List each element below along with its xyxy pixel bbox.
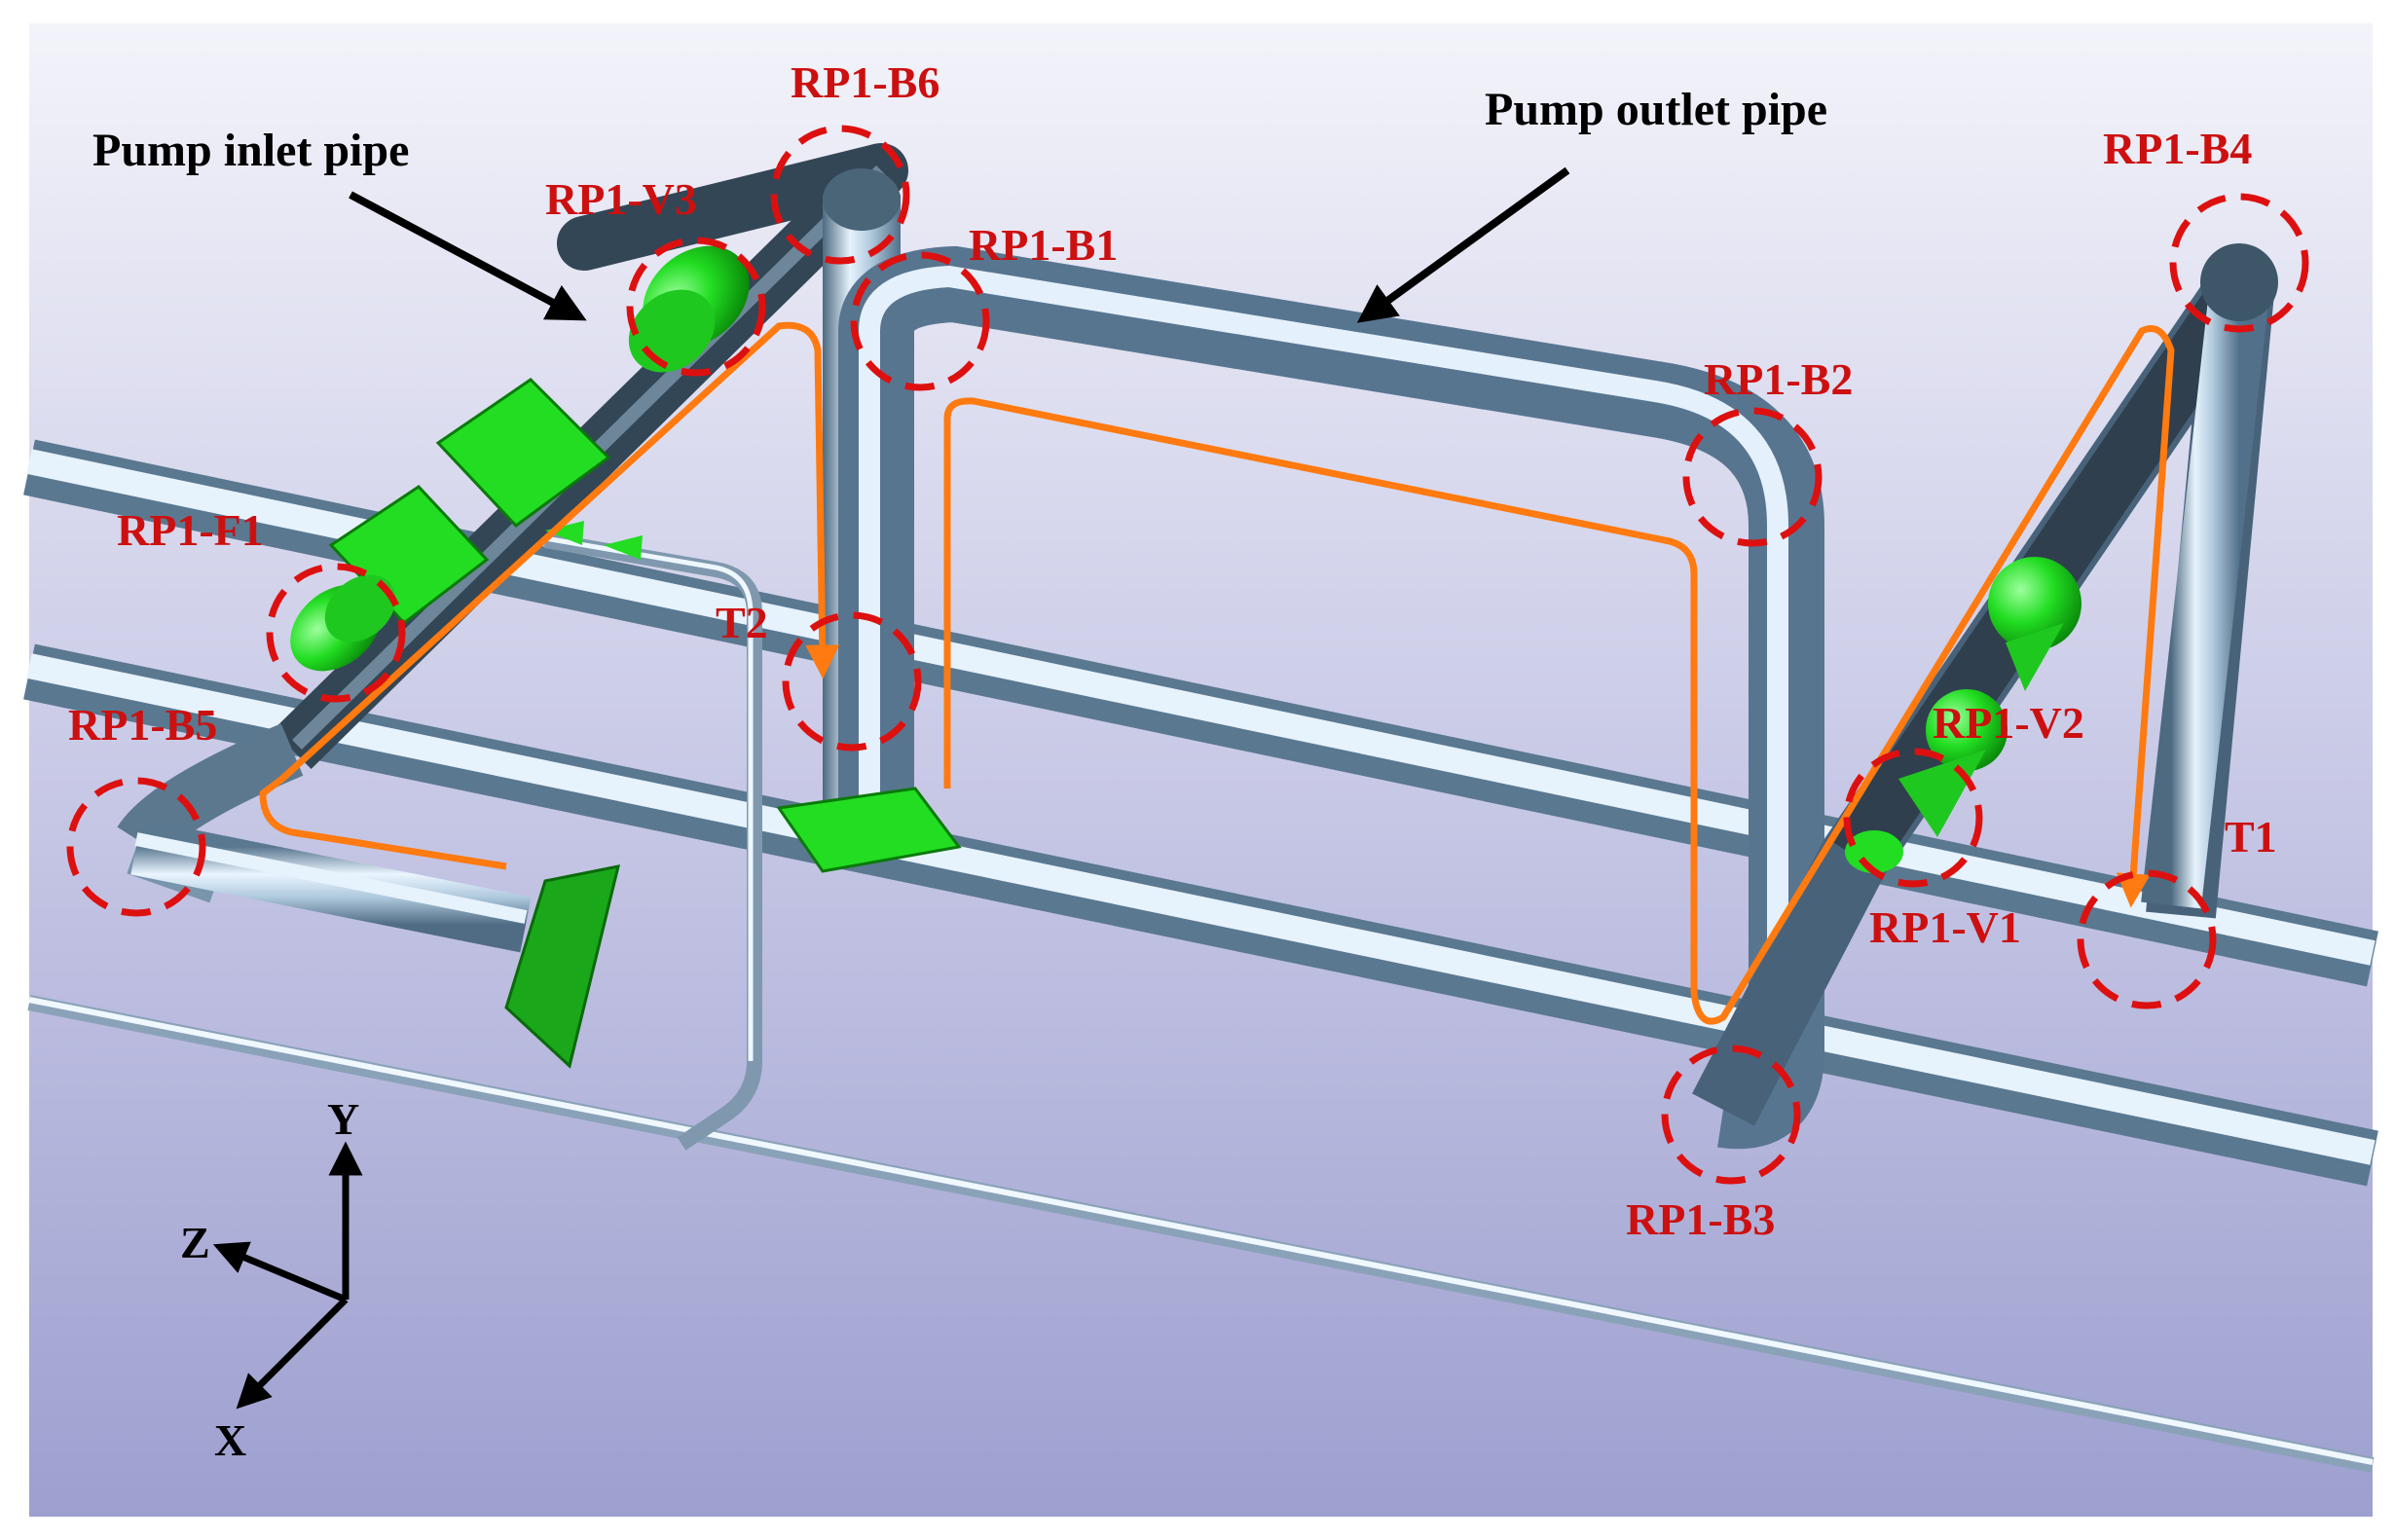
label-rp1-b6: RP1-B6 <box>791 57 939 107</box>
label-rp1-v2: RP1-V2 <box>1933 698 2084 748</box>
label-rp1-v1: RP1-V1 <box>1869 902 2021 952</box>
label-t2: T2 <box>716 598 768 647</box>
small-bypass-tube <box>543 532 762 1151</box>
inlet-pointer-arrow <box>349 191 587 321</box>
z-axis-arrow <box>212 1241 348 1303</box>
label-rp1-v3: RP1-V3 <box>545 174 697 224</box>
marker-t1 <box>2077 869 2217 1009</box>
coordinate-axes: Y Z X <box>180 1094 363 1465</box>
marker-circles <box>66 125 2309 1185</box>
label-rp1-b2: RP1-B2 <box>1704 354 1853 404</box>
label-rp1-b1: RP1-B1 <box>969 220 1118 270</box>
marker-rp1-v3 <box>626 237 766 377</box>
label-rp1-b4: RP1-B4 <box>2103 124 2252 173</box>
label-t1: T1 <box>2225 812 2277 862</box>
marker-rp1-f1 <box>266 563 406 703</box>
inlet-flow-route <box>259 321 840 870</box>
label-pump-inlet-pipe: Pump inlet pipe <box>92 125 409 176</box>
marker-rp1-v1 <box>1843 748 1983 888</box>
marker-rp1-b3 <box>1661 1045 1801 1185</box>
label-pump-outlet-pipe: Pump outlet pipe <box>1485 84 1827 135</box>
marker-rp1-b1 <box>850 251 990 391</box>
x-axis-arrow <box>236 1297 349 1410</box>
outlet-flow-route <box>943 325 2175 1025</box>
z-axis-label: Z <box>180 1218 210 1267</box>
label-rp1-b5: RP1-B5 <box>68 700 217 750</box>
marker-t2 <box>782 611 922 752</box>
marker-rp1-b5 <box>66 777 206 917</box>
green-components <box>290 245 2081 1069</box>
label-rp1-b3: RP1-B3 <box>1626 1194 1775 1244</box>
labels: Pump inlet pipe Pump outlet pipe RP1-B6 … <box>68 57 2277 1244</box>
x-axis-label: X <box>214 1415 246 1465</box>
marker-rp1-b6 <box>770 125 910 265</box>
marker-rp1-b4 <box>2169 193 2309 333</box>
label-rp1-f1: RP1-F1 <box>117 505 264 555</box>
flow-routes <box>259 321 2175 1025</box>
y-axis-label: Y <box>327 1094 359 1144</box>
outlet-pointer-arrow <box>1356 166 1570 323</box>
marker-rp1-b2 <box>1682 407 1823 547</box>
pointer-arrows <box>349 166 1570 323</box>
